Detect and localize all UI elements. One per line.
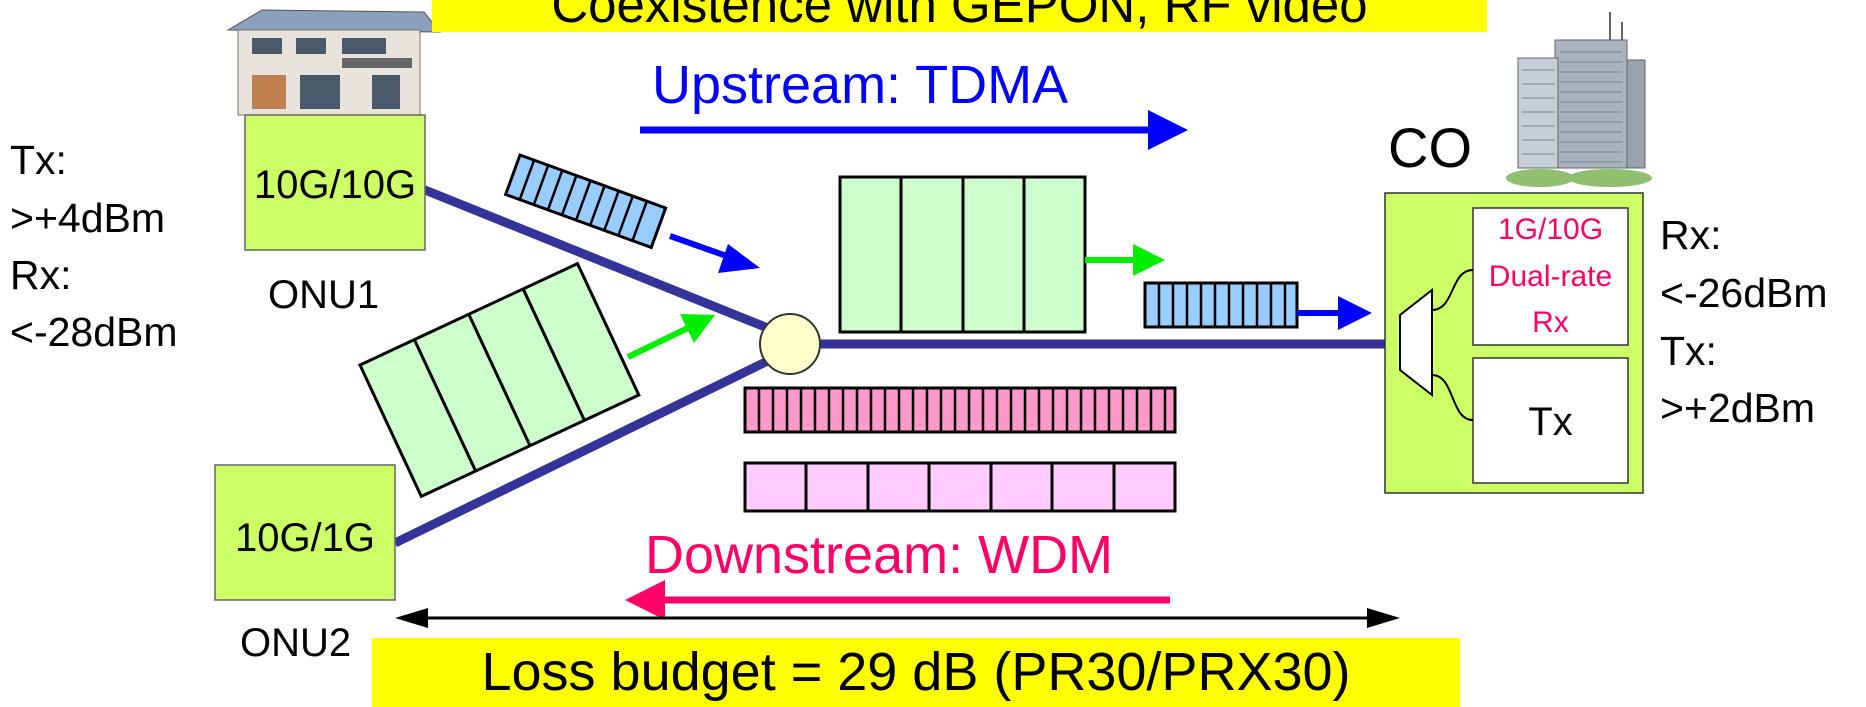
upstream-packet-combined — [838, 175, 1087, 334]
bottom-banner: Loss budget = 29 dB (PR30/PRX30) — [372, 638, 1460, 707]
fiber-onu1 — [418, 183, 782, 338]
co-tx-label: Tx — [1528, 400, 1573, 444]
onu1-rate: 10G/10G — [253, 163, 417, 207]
downstream-direction-arrow — [625, 580, 1170, 620]
green-arrow-center — [1085, 244, 1165, 276]
co-rx-label: Rx — [1532, 306, 1569, 339]
upstream-arrow-center — [1297, 296, 1372, 330]
downstream-packet-10g — [743, 386, 1177, 434]
co-rx-rate: 1G/10G — [1497, 213, 1604, 246]
upstream-packet-onu1 — [503, 153, 668, 250]
onu2-name: ONU2 — [240, 621, 352, 665]
building-icon — [1506, 12, 1652, 187]
co-rx-spec-label: Rx: — [1660, 212, 1722, 258]
upstream-direction-arrow — [640, 110, 1188, 150]
onu-rx-value: <-28dBm — [10, 309, 178, 355]
co-rx-spec-value: <-26dBm — [1660, 270, 1828, 316]
loss-budget-arrow — [395, 608, 1400, 628]
demux-icon — [1399, 269, 1474, 421]
upstream-packet-onu2 — [358, 261, 641, 499]
co-tx-spec-value: >+2dBm — [1660, 385, 1815, 431]
green-arrow-onu2 — [626, 314, 715, 360]
co-rx-dualrate: Dual-rate — [1488, 260, 1613, 293]
top-banner: Coexistence with GEPON, RF video — [432, 0, 1487, 32]
downstream-label: Downstream: WDM — [645, 525, 1114, 585]
onu1-box — [244, 114, 426, 251]
onu-tx-label: Tx: — [10, 137, 67, 183]
onu2-rate: 10G/1G — [234, 516, 376, 560]
onu-tx-value: >+4dBm — [10, 195, 165, 241]
upstream-arrow-onu1 — [668, 233, 760, 273]
fiber-onu2 — [393, 350, 782, 548]
upstream-packet-center — [1143, 281, 1299, 329]
splitter-icon — [759, 313, 821, 375]
downstream-packet-1g — [743, 461, 1177, 513]
onu1-name: ONU1 — [268, 273, 380, 317]
onu2-box — [214, 464, 396, 601]
upstream-label: Upstream: TDMA — [652, 55, 1069, 115]
house-icon — [226, 9, 442, 116]
onu-rx-label: Rx: — [10, 252, 72, 298]
co-rx-box — [1472, 207, 1629, 346]
co-label: CO — [1388, 116, 1472, 179]
co-tx-spec-label: Tx: — [1660, 328, 1717, 374]
